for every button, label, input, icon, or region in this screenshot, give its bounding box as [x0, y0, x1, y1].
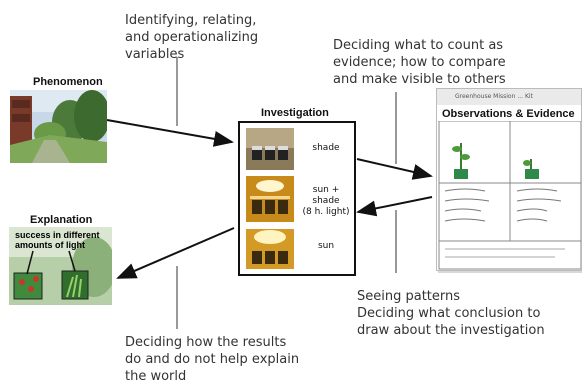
explanation-photo: success in different amounts of light: [9, 227, 112, 305]
phenomenon-title: Phenomenon: [33, 76, 103, 88]
note-explain: Deciding how the results do and do not h…: [125, 335, 300, 384]
observations-title: Observations & Evidence: [442, 108, 575, 120]
note-evidence: Deciding what to count as evidence; how …: [333, 38, 506, 87]
condition-label-sun-shade: sun + shade (8 h. light): [302, 185, 350, 217]
arrow-investigation-to-observations: [356, 158, 433, 180]
arrow-phenomenon-to-investigation: [106, 119, 234, 147]
note-variables: Identifying, relating, and operationaliz…: [125, 13, 259, 62]
observations-sheet: Greenhouse Mission ... Kit Observations …: [436, 88, 582, 271]
phenomenon-photo: [10, 90, 110, 163]
observations-worksheet-grid: [438, 121, 581, 270]
shade-photo: [246, 128, 294, 170]
arrow-investigation-to-explanation: [116, 227, 235, 279]
sheet-header-bar: [437, 89, 581, 105]
explanation-overlay-text: success in different amounts of light: [15, 230, 100, 250]
investigation-panel: shade sun + shade (8 h. light) sun: [238, 121, 356, 276]
condition-label-shade: shade: [312, 143, 340, 153]
sun-photo: [246, 229, 294, 269]
condition-label-sun: sun: [317, 241, 335, 251]
explanation-title: Explanation: [30, 214, 93, 226]
note-patterns: Seeing patterns Deciding what conclusion…: [357, 289, 545, 338]
arrow-observations-to-investigation: [356, 196, 433, 217]
investigation-title: Investigation: [261, 107, 329, 119]
sheet-header: Greenhouse Mission ... Kit: [455, 93, 533, 100]
sun-shade-photo: [246, 176, 294, 222]
